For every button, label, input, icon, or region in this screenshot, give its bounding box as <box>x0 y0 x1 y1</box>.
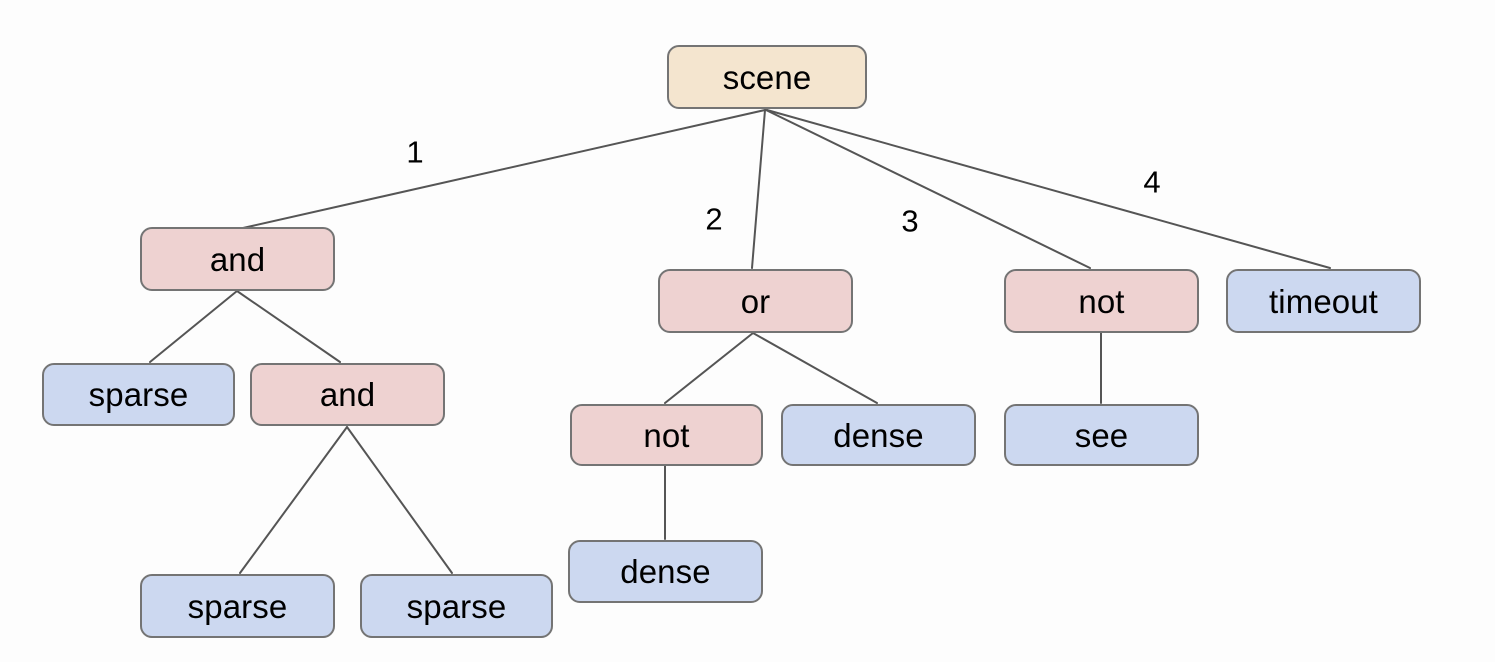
tree-node-label: not <box>1078 282 1125 320</box>
tree-node-label: or <box>740 282 771 320</box>
tree-edge <box>752 332 878 404</box>
tree-node-sparse1[interactable]: sparse <box>42 363 235 426</box>
tree-edge <box>239 426 348 574</box>
tree-node-label: and <box>209 240 266 278</box>
tree-node-not2[interactable]: not <box>1004 269 1199 333</box>
tree-node-label: dense <box>620 553 711 590</box>
tree-node-sparse3[interactable]: sparse <box>360 574 553 638</box>
tree-node-label: scene <box>722 58 812 96</box>
tree-node-and2[interactable]: and <box>250 363 445 426</box>
tree-edge <box>346 426 453 574</box>
tree-node-and1[interactable]: and <box>140 227 335 291</box>
tree-node-label: dense <box>833 416 924 454</box>
edge-label-1: 1 <box>406 134 424 170</box>
edges-group <box>149 109 1331 574</box>
tree-node-label: timeout <box>1269 282 1378 320</box>
tree-node-label: and <box>319 376 376 413</box>
tree-edge <box>766 109 1331 269</box>
tree-node-label: sparse <box>187 587 288 625</box>
tree-edge <box>664 332 754 404</box>
tree-edge <box>242 109 766 229</box>
tree-edge <box>149 290 238 363</box>
edge-label-4: 4 <box>1143 164 1161 200</box>
tree-edge <box>751 109 766 269</box>
tree-node-not1[interactable]: not <box>570 404 763 466</box>
tree-node-scene[interactable]: scene <box>667 45 867 109</box>
tree-node-dense1[interactable]: dense <box>781 404 976 466</box>
tree-node-or1[interactable]: or <box>658 269 853 333</box>
tree-node-label: not <box>643 416 690 454</box>
tree-edge <box>236 290 341 363</box>
tree-node-timeout1[interactable]: timeout <box>1226 269 1421 333</box>
edge-label-2: 2 <box>705 201 723 237</box>
tree-node-see1[interactable]: see <box>1004 404 1199 466</box>
edge-label-3: 3 <box>901 203 919 239</box>
tree-node-label: sparse <box>88 376 189 413</box>
tree-node-sparse2[interactable]: sparse <box>140 574 335 638</box>
tree-edge <box>765 109 1091 269</box>
tree-node-label: see <box>1074 416 1129 454</box>
tree-node-dense2[interactable]: dense <box>568 540 763 603</box>
tree-node-label: sparse <box>406 587 507 625</box>
